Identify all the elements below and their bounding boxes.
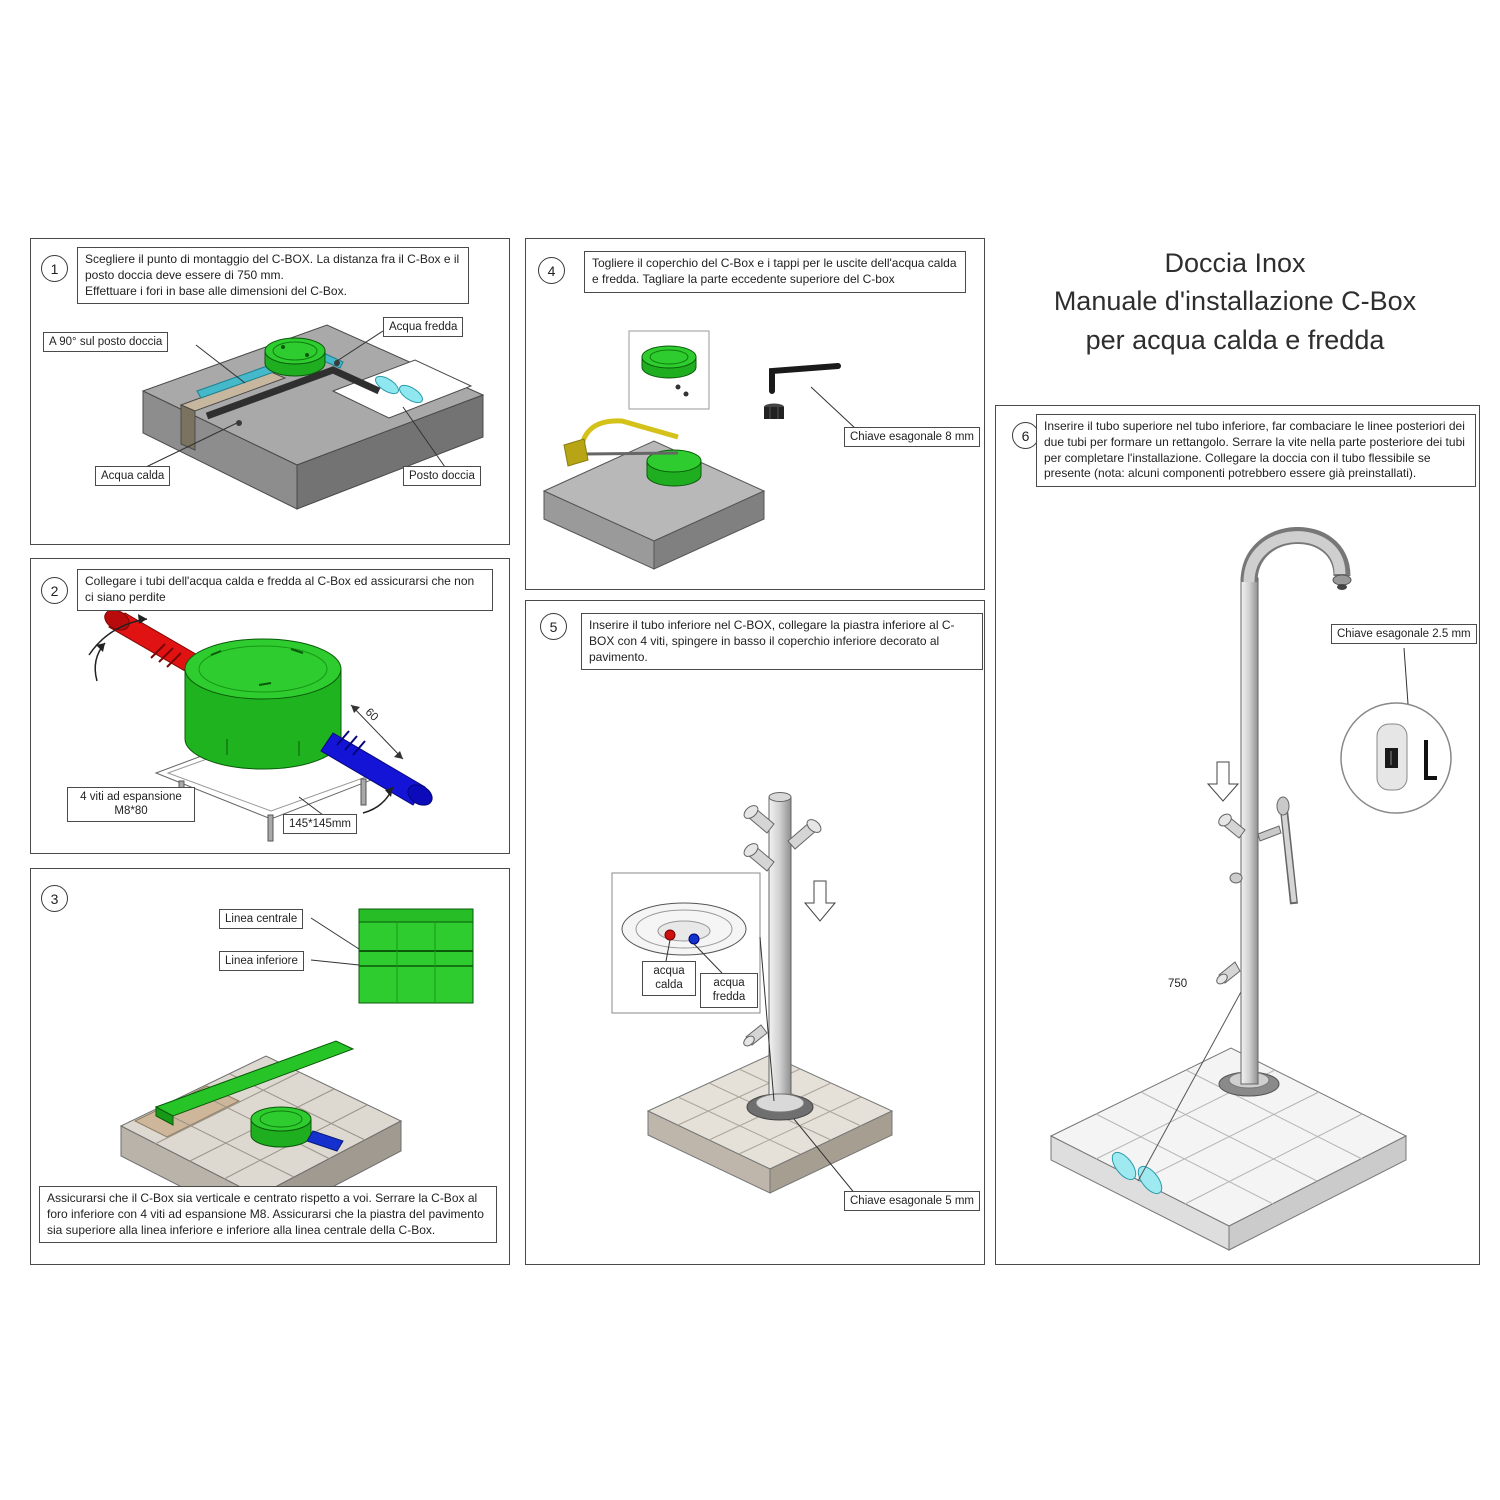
leader-lines bbox=[145, 330, 446, 468]
floor-flange bbox=[1218, 1071, 1280, 1097]
dimension-60-line bbox=[350, 704, 404, 760]
c-box-front-view bbox=[358, 908, 474, 1004]
tile-platform bbox=[1049, 1047, 1408, 1251]
footprints bbox=[375, 375, 423, 404]
green-level-plank bbox=[154, 1040, 355, 1126]
label-chiave-2-5mm: Chiave esagonale 2.5 mm bbox=[1331, 624, 1477, 645]
dimension-750-line bbox=[1137, 967, 1255, 1182]
hacksaw-icon bbox=[563, 418, 679, 467]
c-box-body bbox=[184, 638, 342, 770]
screw-detail-circle bbox=[1340, 702, 1452, 814]
label-acqua-fredda-plate: acqua fredda bbox=[700, 973, 758, 1008]
slide-down-arrow-icon bbox=[1206, 761, 1240, 802]
step-3-panel: 3 Linea centrale Linea inferiore Assicur… bbox=[30, 868, 510, 1265]
step-6-instruction: Inserire il tubo superiore nel tubo infe… bbox=[1036, 414, 1476, 488]
slot-notch bbox=[179, 371, 287, 451]
step-3-number: 3 bbox=[41, 885, 68, 912]
floor-flange bbox=[746, 1093, 814, 1121]
push-down-arrow-icon bbox=[803, 880, 837, 922]
footprints bbox=[1111, 1151, 1163, 1195]
title-line-2: Manuale d'installazione C-Box bbox=[1053, 286, 1417, 317]
step-1-illustration bbox=[141, 324, 485, 510]
cover-detail-box bbox=[628, 330, 710, 410]
label-linea-centrale: Linea centrale bbox=[219, 909, 304, 930]
shower-column bbox=[1240, 527, 1352, 1085]
manual-title: Doccia Inox Manuale d'installazione C-Bo… bbox=[1000, 244, 1470, 359]
leader-lines bbox=[810, 386, 857, 430]
allen-key-icon bbox=[764, 363, 841, 419]
step-4-illustration bbox=[542, 330, 857, 570]
step-6-number: 6 bbox=[1012, 422, 1039, 449]
step-2-illustration bbox=[88, 609, 433, 842]
rotate-arrows bbox=[88, 614, 394, 814]
step-1-instruction: Scegliere il punto di montaggio del C-BO… bbox=[77, 247, 469, 305]
title-line-1: Doccia Inox bbox=[1164, 248, 1306, 278]
mixer-and-handshower bbox=[1216, 796, 1298, 985]
label-acqua-calda-plate: acqua calda bbox=[642, 961, 696, 996]
leader-lines bbox=[1403, 647, 1409, 705]
cold-water-pipe bbox=[320, 730, 433, 806]
leader-lines bbox=[665, 936, 857, 1196]
step-5-panel: 5 Inserire il tubo inferiore nel C-BOX, … bbox=[525, 600, 985, 1265]
step-5-instruction: Inserire il tubo inferiore nel C-BOX, co… bbox=[581, 613, 983, 671]
label-a90-posto-doccia: A 90° sul posto doccia bbox=[43, 332, 169, 353]
step-5-illustration bbox=[611, 792, 894, 1196]
label-145x145: 145*145mm bbox=[283, 814, 358, 835]
step-2-instruction: Collegare i tubi dell'acqua calda e fred… bbox=[77, 569, 493, 611]
label-chiave-8mm: Chiave esagonale 8 mm bbox=[844, 427, 981, 448]
step-4-instruction: Togliere il coperchio del C-Box e i tapp… bbox=[584, 251, 966, 293]
step-4-number: 4 bbox=[538, 257, 565, 284]
label-750: 750 bbox=[1168, 978, 1188, 990]
step-5-number: 5 bbox=[540, 613, 567, 640]
title-line-3: per acqua calda e fredda bbox=[1085, 324, 1385, 355]
lower-pipe bbox=[743, 792, 822, 1108]
c-box-installed bbox=[250, 1106, 344, 1152]
label-chiave-5mm: Chiave esagonale 5 mm bbox=[844, 1191, 981, 1212]
step-3-instruction: Assicurarsi che il C-Box sia verticale e… bbox=[39, 1186, 497, 1244]
label-posto-doccia: Posto doccia bbox=[403, 466, 481, 487]
label-linea-inferiore: Linea inferiore bbox=[219, 951, 304, 972]
c-box-icon bbox=[264, 337, 340, 377]
hot-water-pipe bbox=[104, 609, 202, 672]
label-acqua-calda: Acqua calda bbox=[95, 466, 171, 487]
step-4-panel: 4 Togliere il coperchio del C-Box e i ta… bbox=[525, 238, 985, 590]
cutting-slab bbox=[542, 440, 766, 570]
step-1-number: 1 bbox=[41, 255, 68, 282]
dark-square-ruler bbox=[205, 366, 381, 420]
step-6-panel: 6 Inserire il tubo superiore nel tubo in… bbox=[995, 405, 1480, 1265]
label-4-viti: 4 viti ad espansione M8*80 bbox=[67, 787, 195, 822]
step-2-number: 2 bbox=[41, 577, 68, 604]
step-6-illustration bbox=[1049, 527, 1452, 1251]
step-2-panel: 2 Collegare i tubi dell'acqua calda e fr… bbox=[30, 558, 510, 854]
step-1-panel: 1 Scegliere il punto di montaggio del C-… bbox=[30, 238, 510, 545]
label-acqua-fredda: Acqua fredda bbox=[383, 317, 464, 338]
